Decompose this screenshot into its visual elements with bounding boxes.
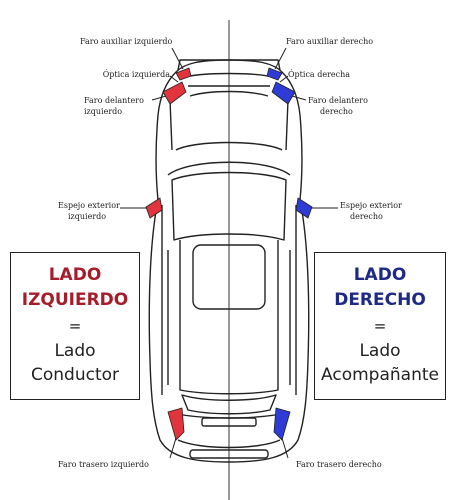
right-auxiliary-fog-light-shape: [266, 67, 283, 81]
right-headlamp-optic-shape: [271, 81, 296, 105]
label-faro-trasero-derecho: Faro trasero derecho: [296, 459, 382, 470]
right-box-sub-line1: Lado: [359, 341, 401, 361]
left-auxiliary-fog-light-shape: [175, 67, 192, 81]
label-faro-delantero-derecho: Faro delantero derecho: [308, 95, 368, 117]
left-box-equals: =: [68, 317, 82, 335]
label-faro-trasero-izquierdo: Faro trasero izquierdo: [58, 459, 149, 470]
right-box-sub-line2: Acompañante: [321, 365, 439, 385]
label-text: Faro auxiliar izquierdo: [80, 37, 173, 46]
label-text: Espejo exterior: [340, 201, 402, 210]
label-text: Óptica derecha: [288, 70, 351, 79]
left-box-title-line1: LADO: [48, 265, 102, 285]
right-tail-light-shape: [273, 407, 291, 441]
label-text: izquierdo: [84, 107, 123, 116]
left-parts: [145, 67, 192, 441]
label-text: derecho: [350, 212, 383, 221]
pointer-arrows: [120, 47, 338, 459]
left-side-box: LADO IZQUIERDO = Lado Conductor: [10, 252, 140, 400]
left-box-title-line2: IZQUIERDO: [21, 290, 129, 310]
label-text: Faro trasero derecho: [296, 460, 382, 469]
right-box-title-line2: DERECHO: [334, 290, 426, 310]
right-box-title-line1: LADO: [353, 265, 407, 285]
label-espejo-exterior-izquierdo: Espejo exterior izquierdo: [58, 200, 120, 222]
label-text: Faro trasero izquierdo: [58, 460, 149, 469]
label-text: Faro delantero: [84, 96, 144, 105]
label-text: Faro delantero: [308, 96, 368, 105]
label-text: izquierdo: [68, 212, 107, 221]
label-optica-derecha: Óptica derecha: [288, 69, 350, 80]
left-headlamp-optic-shape: [162, 81, 187, 105]
label-text: Faro auxiliar derecho: [286, 37, 374, 46]
right-box-equals: =: [373, 317, 387, 335]
label-optica-izquierda: Óptica izquierda: [80, 69, 170, 80]
label-espejo-exterior-derecho: Espejo exterior derecho: [340, 200, 402, 222]
label-faro-auxiliar-derecho: Faro auxiliar derecho: [286, 36, 373, 47]
right-side-box: LADO DERECHO = Lado Acompañante: [314, 252, 446, 400]
label-text: derecho: [320, 107, 353, 116]
left-box-sub-line1: Lado: [54, 341, 96, 361]
left-box-sub-line2: Conductor: [30, 365, 119, 385]
label-faro-auxiliar-izquierdo: Faro auxiliar izquierdo: [80, 36, 172, 47]
left-tail-light-shape: [167, 407, 185, 441]
label-faro-delantero-izquierdo: Faro delantero izquierdo: [84, 95, 144, 117]
right-mirror-shape: [295, 197, 313, 219]
left-mirror-shape: [145, 197, 163, 219]
right-parts: [266, 67, 313, 441]
label-text: Espejo exterior: [58, 201, 120, 210]
label-text: Óptica izquierda: [102, 70, 170, 79]
